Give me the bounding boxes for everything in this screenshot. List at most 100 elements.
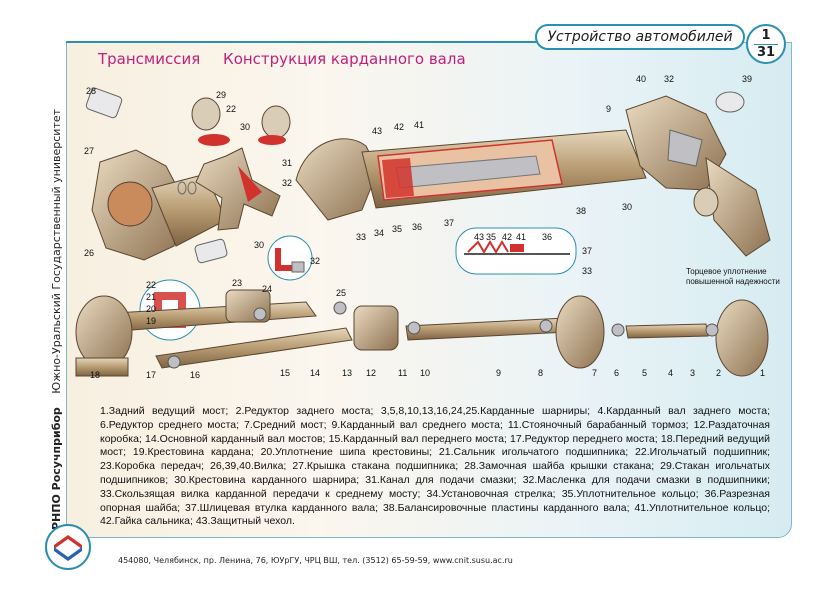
seal-callout-42: 42 <box>502 232 512 242</box>
joint-inset-frame <box>267 235 313 281</box>
callout-8: 8 <box>538 368 543 378</box>
callout-14: 14 <box>310 368 320 378</box>
callout-11: 11 <box>398 368 407 378</box>
callout-12: 12 <box>366 368 376 378</box>
callout-33: 33 <box>356 232 366 242</box>
callout-36: 36 <box>412 222 422 232</box>
callout-9-lower: 9 <box>496 368 501 378</box>
callout-22: 22 <box>226 104 236 114</box>
callout-23: 23 <box>232 278 242 288</box>
callout-25: 25 <box>336 288 346 298</box>
needle-bearing-cup-29 <box>191 97 221 131</box>
cardan-joint-25 <box>333 301 347 315</box>
bearing-cup-right-lower <box>693 187 719 217</box>
callout-3: 3 <box>690 368 695 378</box>
callout-16: 16 <box>190 370 200 380</box>
driveshaft-diagram: 28 27 26 29 22 30 31 32 33 34 35 36 37 3… <box>75 74 780 380</box>
bearing-cap-lower <box>194 238 228 264</box>
bearing-callout-21: 21 <box>146 292 156 302</box>
needle-bearing-cup-right <box>261 105 291 139</box>
seal-callout-35: 35 <box>486 232 496 242</box>
bearing-callout-19: 19 <box>146 316 156 326</box>
lock-washer-28 <box>85 87 123 119</box>
callout-18: 18 <box>90 370 100 380</box>
joint-inset-callouts: 30 32 <box>254 240 320 266</box>
lower-callouts: 18 17 16 15 14 13 12 11 10 9 8 7 6 5 4 3… <box>90 278 765 380</box>
cardan-joint-8 <box>539 319 553 333</box>
seal-inset-nut <box>510 244 524 252</box>
front-axle-tube <box>75 357 129 377</box>
callout-5: 5 <box>642 368 647 378</box>
callout-32-right: 32 <box>664 74 674 84</box>
cardan-joint-10 <box>407 321 421 335</box>
seal-ring-22 <box>198 134 230 146</box>
seal-detail-inset <box>455 227 577 275</box>
page-number-badge: 1 31 <box>746 24 786 64</box>
callout-28: 28 <box>86 86 96 96</box>
upper-callouts: 28 27 26 29 22 30 31 32 33 34 35 36 37 3… <box>84 74 752 258</box>
callout-15: 15 <box>280 368 290 378</box>
callout-34: 34 <box>374 228 384 238</box>
protective-boot-43 <box>382 158 414 198</box>
cardan-joint-3 <box>705 323 719 337</box>
seal-callout-33: 33 <box>582 266 592 276</box>
publisher-logo-icon <box>45 524 91 570</box>
callout-37: 37 <box>444 218 454 228</box>
seal-callout-41: 41 <box>516 232 526 242</box>
joint-callout-32: 32 <box>310 256 320 266</box>
callout-30: 30 <box>240 122 250 132</box>
callout-17: 17 <box>146 370 156 380</box>
callout-2: 2 <box>716 368 721 378</box>
sliding-yoke-33 <box>295 138 379 221</box>
seal-inset-callouts: 43 35 42 41 36 37 33 <box>474 232 592 276</box>
seal-note-line1: Торцевое уплотнение <box>686 267 767 276</box>
callout-27: 27 <box>84 146 94 156</box>
joint-detail-inset <box>267 235 313 281</box>
front-driveshaft-15 <box>155 327 353 369</box>
rear-axle-1 <box>715 299 769 377</box>
callout-43: 43 <box>372 126 382 136</box>
callout-42: 42 <box>394 122 404 132</box>
callout-32: 32 <box>282 178 292 188</box>
middle-axle-7 <box>555 295 605 369</box>
rear-driveshaft-4 <box>625 323 709 339</box>
seal-callout-36: 36 <box>542 232 552 242</box>
callout-29: 29 <box>216 90 226 100</box>
seal-callout-43: 43 <box>474 232 484 242</box>
callout-30-right: 30 <box>622 202 632 212</box>
spider-right <box>667 129 703 167</box>
title-section: Трансмиссия <box>98 50 201 68</box>
callout-6: 6 <box>614 368 619 378</box>
callout-24: 24 <box>262 284 272 294</box>
transfer-case-12 <box>353 305 399 351</box>
exploded-view <box>85 87 771 264</box>
seal-inset-boot <box>467 240 509 254</box>
cardan-joint-24 <box>253 307 267 321</box>
footer-address: 454080, Челябинск, пр. Ленина, 76, ЮУрГУ… <box>118 556 513 565</box>
parts-legend: 1.Задний ведущий мост; 2.Редуктор заднег… <box>100 405 770 528</box>
callout-9: 9 <box>606 104 611 114</box>
seal-note-line2: повышенной надежности <box>686 277 780 286</box>
grease-fitting-32 <box>291 261 305 273</box>
callout-4: 4 <box>668 368 673 378</box>
flange-hub <box>107 181 153 227</box>
bearing-cap-right <box>715 91 745 113</box>
callout-26: 26 <box>84 248 94 258</box>
page-number-top: 1 <box>761 27 771 43</box>
cardan-joint-16 <box>167 355 181 369</box>
cardan-joint-5 <box>611 323 625 337</box>
callout-1: 1 <box>760 368 765 378</box>
page-number-bottom: 31 <box>756 44 776 60</box>
bearing-inset-callouts: 22 21 20 19 <box>146 280 156 326</box>
section-header: Устройство автомобилей <box>535 24 745 50</box>
side-university: Южно-Уральский Государственный университ… <box>50 108 63 394</box>
front-axle-18 <box>75 295 133 369</box>
header-rule <box>66 41 742 43</box>
bearing-callout-20: 20 <box>146 304 156 314</box>
bearing-callout-22: 22 <box>146 280 156 290</box>
lube-channel-31 <box>238 166 262 202</box>
callout-41: 41 <box>414 120 424 130</box>
joint-callout-30: 30 <box>254 240 264 250</box>
callout-10: 10 <box>420 368 430 378</box>
